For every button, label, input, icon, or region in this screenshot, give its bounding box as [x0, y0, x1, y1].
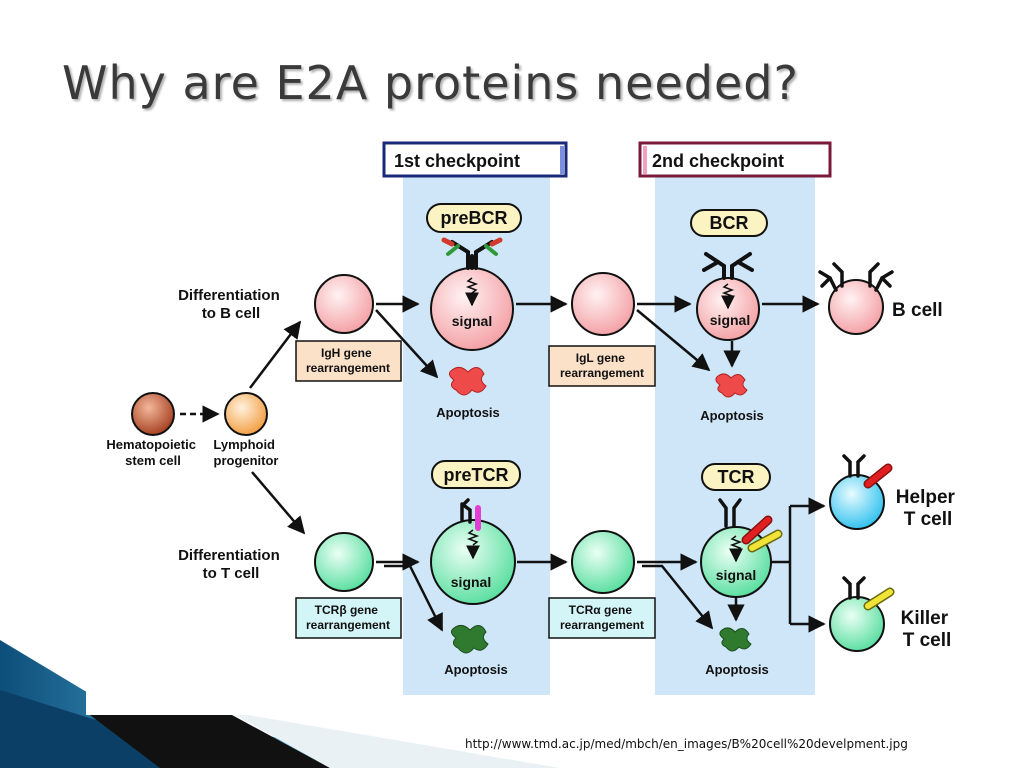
apoptosis-b2-icon: [715, 373, 748, 398]
stem-cell-label: Hematopoietic stem cell: [106, 437, 199, 468]
stem-line-2: stem cell: [125, 453, 181, 468]
igl-line-2: rearrangement: [560, 366, 644, 380]
pretcr-signal-label: signal: [451, 574, 491, 590]
igl-gene-box: [548, 345, 656, 387]
apoptosis-t2-label: Apoptosis: [705, 662, 769, 677]
helper-line-2: T cell: [904, 509, 953, 530]
tcr-receptor-icon: [718, 498, 783, 553]
mature-b-cell: [828, 279, 884, 335]
stem-line-1: Hematopoietic: [106, 437, 196, 452]
t-lineage-line-2: to T cell: [203, 565, 260, 582]
pretcr-label: preTCR: [443, 465, 508, 485]
double-positive-t-cell: [571, 530, 635, 594]
t-lineage-label: Differentiation to T cell: [178, 547, 284, 582]
checkpoint-2-header: [638, 141, 832, 178]
b-cell-label: B cell: [892, 300, 943, 321]
igh-gene-label: IgH gene rearrangement: [306, 346, 390, 375]
slide-title: Why are E2A proteins needed?: [62, 56, 799, 110]
tcr-label: TCR: [718, 467, 755, 487]
apoptosis-t1-label: Apoptosis: [444, 662, 508, 677]
pre-t-cell: [430, 519, 516, 605]
bcr-signal-label: signal: [710, 312, 750, 328]
pro-b-cell: [314, 274, 374, 334]
apoptosis-t2-icon: [719, 627, 752, 652]
lymphoid-progenitor-cell: [224, 392, 268, 436]
b-lineage-line-2: to B cell: [202, 305, 260, 322]
helper-receptor-icon: [842, 454, 893, 489]
progenitor-line-1: Lymphoid: [213, 437, 275, 452]
helper-line-1: Helper: [896, 487, 956, 508]
tcrb-gene-label: TCRβ gene rearrangement: [306, 603, 390, 632]
igl-gene-label: IgL gene rearrangement: [560, 351, 644, 380]
apoptosis-b2-label: Apoptosis: [700, 408, 764, 423]
tcra-line-1: TCRα gene: [569, 603, 633, 617]
corner-wave-decoration: [0, 640, 560, 768]
bcr-receptor-icon: [702, 252, 754, 280]
b-lineage-line-1: Differentiation: [178, 287, 280, 304]
pretcr-pill: [431, 460, 521, 489]
prebcr-signal-label: signal: [452, 313, 492, 329]
checkpoint-1-header: [382, 141, 568, 178]
progenitor-line-2: progenitor: [214, 453, 279, 468]
tcr-selected-t-cell: [700, 526, 772, 598]
apoptosis-b1-icon: [448, 366, 487, 396]
b-lineage-label: Differentiation to B cell: [178, 287, 284, 322]
tcr-pill: [701, 463, 771, 491]
source-url: http://www.tmd.ac.jp/med/mbch/en_images/…: [465, 737, 908, 751]
igh-line-2: rearrangement: [306, 361, 390, 375]
igh-gene-box: [295, 340, 402, 382]
pro-t-cell: [314, 532, 374, 592]
t-lineage-line-1: Differentiation: [178, 547, 280, 564]
killer-line-1: Killer: [901, 608, 949, 629]
checkpoint-1-label: 1st checkpoint: [394, 151, 520, 171]
helper-t-label: Helper T cell: [896, 487, 960, 530]
stem-cell: [131, 392, 175, 436]
igl-line-1: IgL gene: [576, 351, 625, 365]
tcra-gene-label: TCRα gene rearrangement: [560, 603, 644, 632]
tcrb-line-1: TCRβ gene: [315, 603, 379, 617]
tcra-gene-box: [548, 597, 656, 639]
killer-line-2: T cell: [903, 630, 952, 651]
apoptosis-b1-label: Apoptosis: [436, 405, 500, 420]
tcr-signal-label: signal: [716, 567, 756, 583]
prebcr-label: preBCR: [440, 208, 507, 228]
pre-b-cell: [430, 267, 514, 351]
tcrb-gene-box: [295, 597, 402, 639]
pretcr-receptor-icon: [460, 498, 481, 531]
tcra-line-2: rearrangement: [560, 618, 644, 632]
igh-line-1: IgH gene: [321, 346, 372, 360]
apoptosis-t1-icon: [450, 624, 489, 654]
progenitor-label: Lymphoid progenitor: [213, 437, 278, 468]
checkpoint-2-label: 2nd checkpoint: [652, 151, 784, 171]
immature-b-cell: [696, 277, 760, 341]
killer-t-label: Killer T cell: [901, 608, 954, 651]
bcr-label: BCR: [710, 213, 749, 233]
large-pre-b-cell: [571, 272, 635, 336]
bcr-pill: [690, 209, 768, 237]
prebcr-receptor-icon: [441, 237, 503, 270]
mature-b-cell-receptors-icon: [818, 262, 894, 292]
killer-receptor-icon: [842, 576, 895, 611]
prebcr-pill: [426, 203, 522, 233]
tcrb-line-2: rearrangement: [306, 618, 390, 632]
